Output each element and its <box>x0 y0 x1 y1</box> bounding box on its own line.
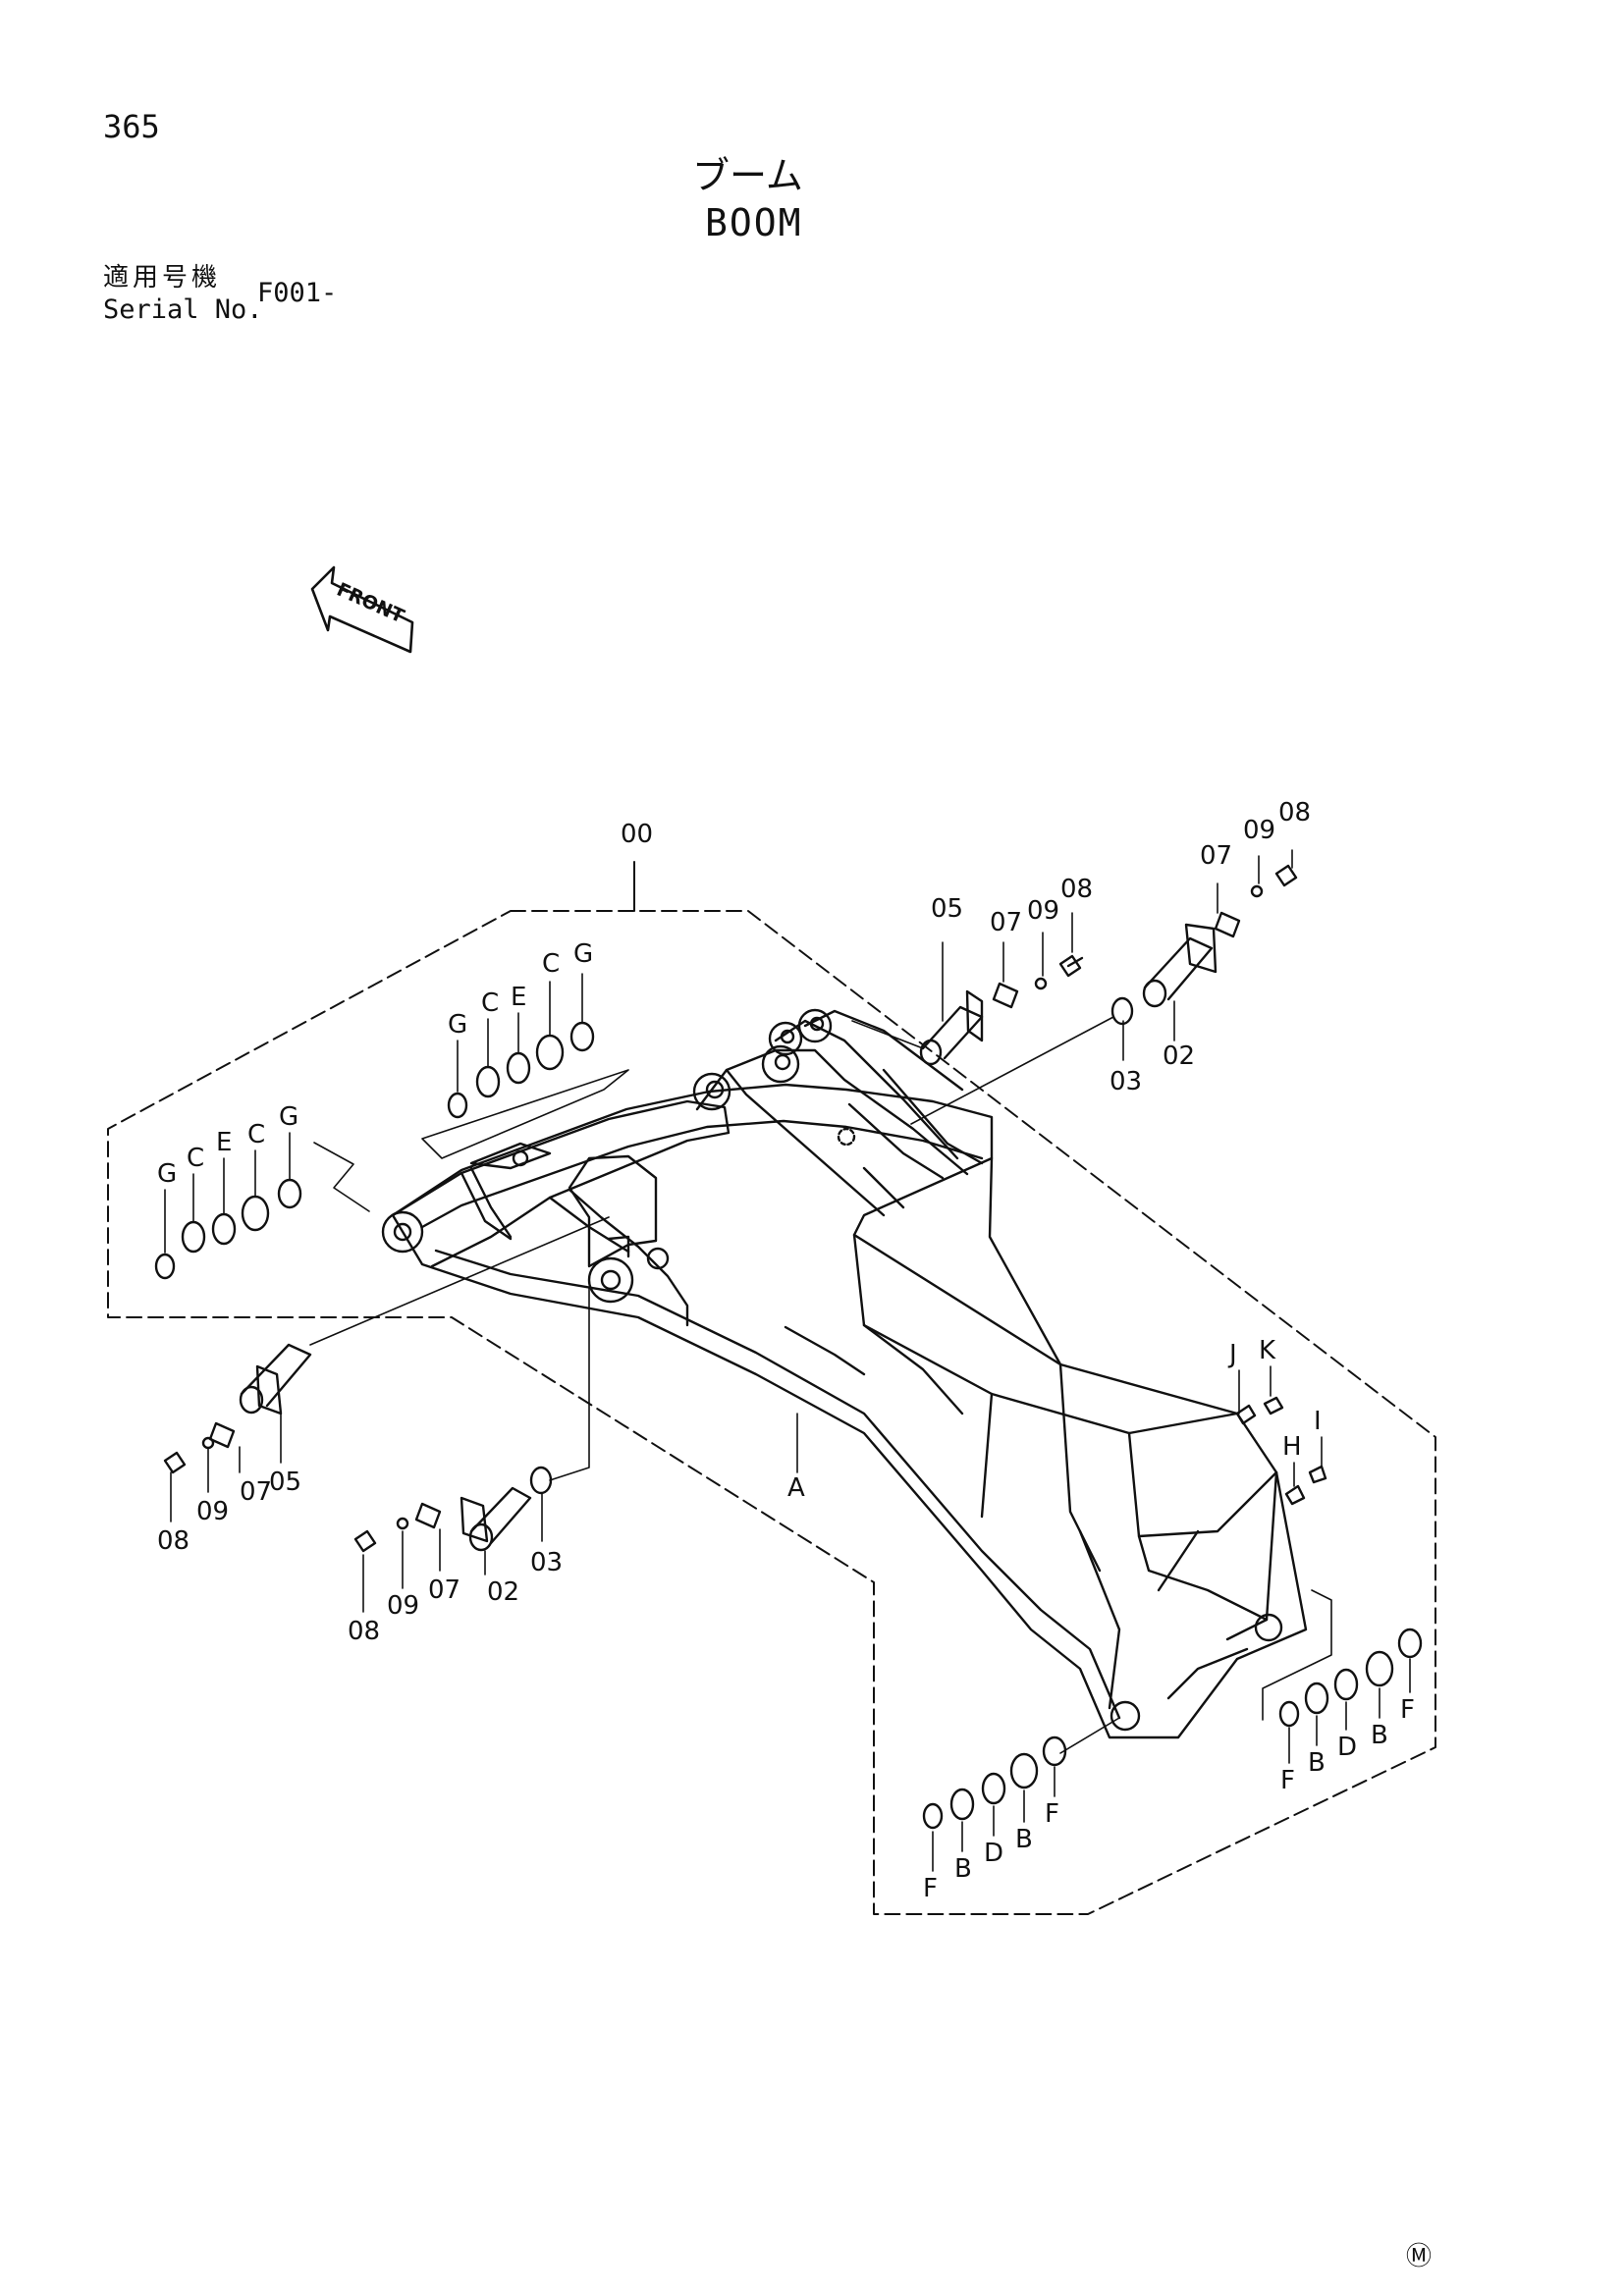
pin-02-upper <box>910 923 1218 1125</box>
page-title-japanese: ブーム <box>692 154 803 197</box>
callout-c-lower: C <box>187 1144 204 1173</box>
callout-e-lower: E <box>216 1128 232 1157</box>
callout-h: H <box>1282 1432 1302 1462</box>
callout-bolt-08-lower: 08 <box>157 1526 189 1556</box>
callout-c-upper: C <box>481 988 499 1018</box>
callout-g-lower: G <box>157 1159 177 1189</box>
rear-bush-stack-lower <box>154 1132 370 1280</box>
callout-c-lower-2: C <box>247 1120 265 1149</box>
serial-label: Serial No. <box>103 294 263 325</box>
callout-i: I <box>1314 1407 1322 1436</box>
callout-j: J <box>1227 1340 1237 1369</box>
page-title: BOOM <box>705 201 803 244</box>
callout-pin-05-upper: 05 <box>931 894 963 924</box>
upper-bracket <box>692 1008 984 1217</box>
serial-label-japanese: 適用号機 <box>103 263 222 293</box>
callout-b-lower-2: B <box>1015 1825 1033 1854</box>
hardware-upper-left <box>992 954 1084 1009</box>
callout-plate-07-upper: 07 <box>990 908 1022 937</box>
callout-ring-03-lower: 03 <box>530 1548 563 1577</box>
callout-g-lower-2: G <box>279 1102 298 1132</box>
callout-pin-05-lower: 05 <box>269 1468 301 1497</box>
callout-c-upper-2: C <box>542 949 560 979</box>
callout-pin-02-lower: 02 <box>487 1577 519 1607</box>
callout-washer-09-lower: 09 <box>196 1497 229 1526</box>
callout-plate-07-lower: 07 <box>240 1477 272 1507</box>
pin-05-upper <box>851 989 984 1066</box>
hardware-jk-hi <box>1235 1396 1327 1506</box>
callout-g-upper-2: G <box>573 939 593 969</box>
callout-plate-07-right: 07 <box>1200 841 1232 871</box>
callout-f-lower-2: F <box>1045 1799 1059 1829</box>
callout-f-lower: F <box>923 1874 938 1903</box>
boom-foot-bracket <box>381 1099 731 1327</box>
rear-bush-stack-upper <box>421 973 629 1159</box>
callout-d-lower: D <box>984 1839 1003 1868</box>
callout-washer-09-upper: 09 <box>1027 896 1059 926</box>
callout-f-upper: F <box>1280 1766 1295 1795</box>
callout-boom: A <box>787 1473 805 1503</box>
callout-d-upper: D <box>1337 1733 1357 1762</box>
callout-pin-02-upper: 02 <box>1163 1041 1195 1071</box>
callout-b-lower: B <box>954 1854 972 1884</box>
callout-b-upper-2: B <box>1371 1721 1388 1750</box>
callout-washer-09-right: 09 <box>1243 816 1275 845</box>
front-label: FRONT <box>334 579 407 628</box>
assembly-boundary <box>107 910 1436 1915</box>
callout-bolt-08-right: 08 <box>1278 798 1311 828</box>
hardware-upper-right <box>1214 864 1298 938</box>
hardware-lower-left <box>163 1421 442 1553</box>
callout-plate-07-bottom: 07 <box>428 1575 460 1605</box>
nose-bush-stack-upper <box>1262 1589 1423 1728</box>
callout-e-upper: E <box>511 983 526 1012</box>
callout-ring-03-upper: 03 <box>1110 1067 1142 1096</box>
callout-g-upper: G <box>448 1010 467 1040</box>
leader-lines <box>170 849 1411 1872</box>
serial-value: F001- <box>257 278 338 308</box>
callout-bolt-08-bottom: 08 <box>348 1617 380 1646</box>
pin-02-lower <box>460 1287 590 1552</box>
callout-k: K <box>1259 1336 1276 1365</box>
manufacturer-mark: Ⓜ <box>1406 2242 1433 2271</box>
callout-f-upper-2: F <box>1400 1695 1415 1725</box>
boom-body <box>391 1083 1308 1739</box>
callout-b-upper: B <box>1308 1748 1326 1778</box>
page-number: 365 <box>103 108 160 145</box>
callout-bolt-08-upper: 08 <box>1060 875 1093 904</box>
pin-05-lower <box>239 1216 610 1415</box>
callout-washer-09-bottom: 09 <box>387 1591 419 1621</box>
front-arrow-icon: FRONT <box>310 565 414 654</box>
callout-assembly: 00 <box>621 820 653 849</box>
nose-bush-stack-lower <box>922 1717 1120 1830</box>
